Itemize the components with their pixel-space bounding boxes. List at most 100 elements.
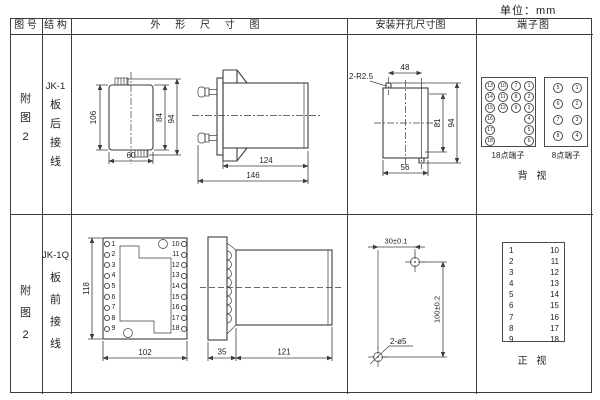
bottom-terminal-block (134, 149, 149, 158)
structure-char: 后 (50, 118, 61, 130)
structure-char: 线 (50, 156, 61, 168)
relay-front-outline (102, 237, 188, 340)
terminal-number: 14 (171, 282, 180, 290)
terminal-dot (181, 251, 187, 258)
row-divider-line (11, 214, 593, 215)
terminal-pin: 17 (170, 313, 187, 324)
dim-94 (392, 82, 461, 164)
header-install: 安装开孔尺寸图 (375, 20, 446, 31)
terminal-table-number: 16 (550, 312, 559, 322)
terminal-table-number: 4 (509, 279, 514, 289)
flange-plate (216, 77, 224, 156)
terminal-dot (181, 241, 187, 248)
terminal-pin: 12 (170, 260, 187, 271)
terminal-table-number: 18 (550, 334, 559, 344)
terminal-circle: 14 (485, 92, 495, 102)
terminal-pin: 2 (104, 250, 120, 261)
terminal-number: 13 (171, 272, 180, 280)
terminal-circle: 16 (485, 114, 495, 124)
dim-81 (425, 93, 447, 153)
terminal-circle: 5 (553, 83, 563, 93)
dim-label-94: 94 (167, 114, 176, 123)
terminal-number: 10 (171, 240, 180, 248)
jk1q-outline-drawing: 118 102 35 121 (82, 236, 344, 361)
terminal-circle: 2 (524, 92, 534, 102)
hole-leader-line (369, 345, 413, 365)
dim-label-30: 30±0.1 (385, 237, 408, 246)
header-fig-no: 图 号 (14, 20, 37, 31)
header-bottom-line (11, 34, 593, 35)
jk1q-side-view: 35 121 (200, 236, 344, 361)
dim-84 (154, 84, 169, 151)
corner-radius-label: 2-R2.5 (349, 72, 374, 81)
model-label: JK-1 (45, 81, 66, 92)
terminal-pin: 7 (104, 302, 120, 313)
front-view-label: 正 视 (517, 356, 550, 367)
leader-line (369, 80, 387, 87)
dim-label-118: 118 (82, 282, 91, 295)
terminal-circle: 18 (485, 136, 495, 146)
divider-outline-install (347, 19, 348, 394)
terminal-dot (181, 325, 187, 332)
terminal-number: 9 (111, 325, 116, 333)
terminal-circle: 13 (485, 81, 495, 91)
fig-no-char: 图 (20, 112, 31, 124)
terminal-screw-top (197, 86, 218, 98)
fig-no-row2: 附 图 2 (10, 280, 41, 346)
divider-structure-outline (71, 19, 72, 394)
jk1q-front-view: 118 102 (82, 237, 188, 361)
terminal-number: 12 (171, 261, 180, 269)
dim-60 (108, 152, 154, 164)
fig-no-row1: 附 图 2 (10, 90, 41, 147)
terminal-dot (104, 304, 110, 311)
terminal-number: 2 (111, 251, 116, 259)
fig-no-char: 附 (20, 93, 31, 105)
terminal-table-number: 17 (550, 323, 559, 333)
terminal-table-number: 3 (509, 268, 514, 278)
terminal-number: 16 (171, 304, 180, 312)
dim-label-121: 121 (277, 348, 291, 357)
top-terminal-block (114, 77, 129, 86)
terminal-circle: 15 (485, 103, 495, 113)
divider-install-terminal (476, 19, 477, 394)
terminal-pin: 11 (170, 250, 187, 261)
structure-row1: JK-1 板 后 接 线 (41, 77, 70, 172)
terminal-table-number: 8 (509, 323, 514, 333)
dim-102 (102, 341, 188, 361)
dim-label-94: 94 (447, 118, 456, 127)
terminal-table-number: 1 (509, 246, 514, 255)
terminal-table-number: 6 (509, 301, 514, 311)
terminal-number: 17 (171, 314, 180, 322)
dim-118 (88, 237, 102, 340)
terminal-pin: 4 (104, 271, 120, 282)
structure-char: 接 (50, 316, 61, 328)
terminal-table-number: 13 (550, 279, 559, 289)
terminal-dot (104, 325, 110, 332)
inner-case-outline (119, 245, 172, 334)
terminal-dot (104, 251, 110, 258)
terminal-number: 4 (111, 272, 116, 280)
terminal-circle: 3 (524, 103, 534, 113)
terminal-dot (104, 283, 110, 290)
divider-fig-structure (42, 19, 43, 394)
bottom-slot (418, 158, 425, 164)
terminal-number: 18 (171, 325, 180, 333)
dim-label-102: 102 (138, 348, 152, 357)
terminal-pin: 3 (104, 260, 120, 271)
terminal-pin: 15 (170, 292, 187, 303)
terminal-dot (104, 272, 110, 279)
terminal-table-number: 14 (550, 290, 559, 300)
terminal-circle: 3 (572, 115, 582, 125)
terminal-circle: 4 (524, 114, 534, 124)
terminal-circle: 11 (498, 92, 508, 102)
dim-label-100: 100±0.2 (433, 296, 442, 323)
top-tab (222, 69, 248, 84)
jk1-front-view: 106 84 94 60 (89, 72, 181, 164)
hole-diameter-label: 2-ø5 (390, 337, 407, 346)
terminal-circle: 6 (553, 99, 563, 109)
terminal-circle: 7 (553, 115, 563, 125)
terminal-table-number: 9 (509, 334, 514, 344)
terminal-circle: 10 (498, 81, 508, 91)
